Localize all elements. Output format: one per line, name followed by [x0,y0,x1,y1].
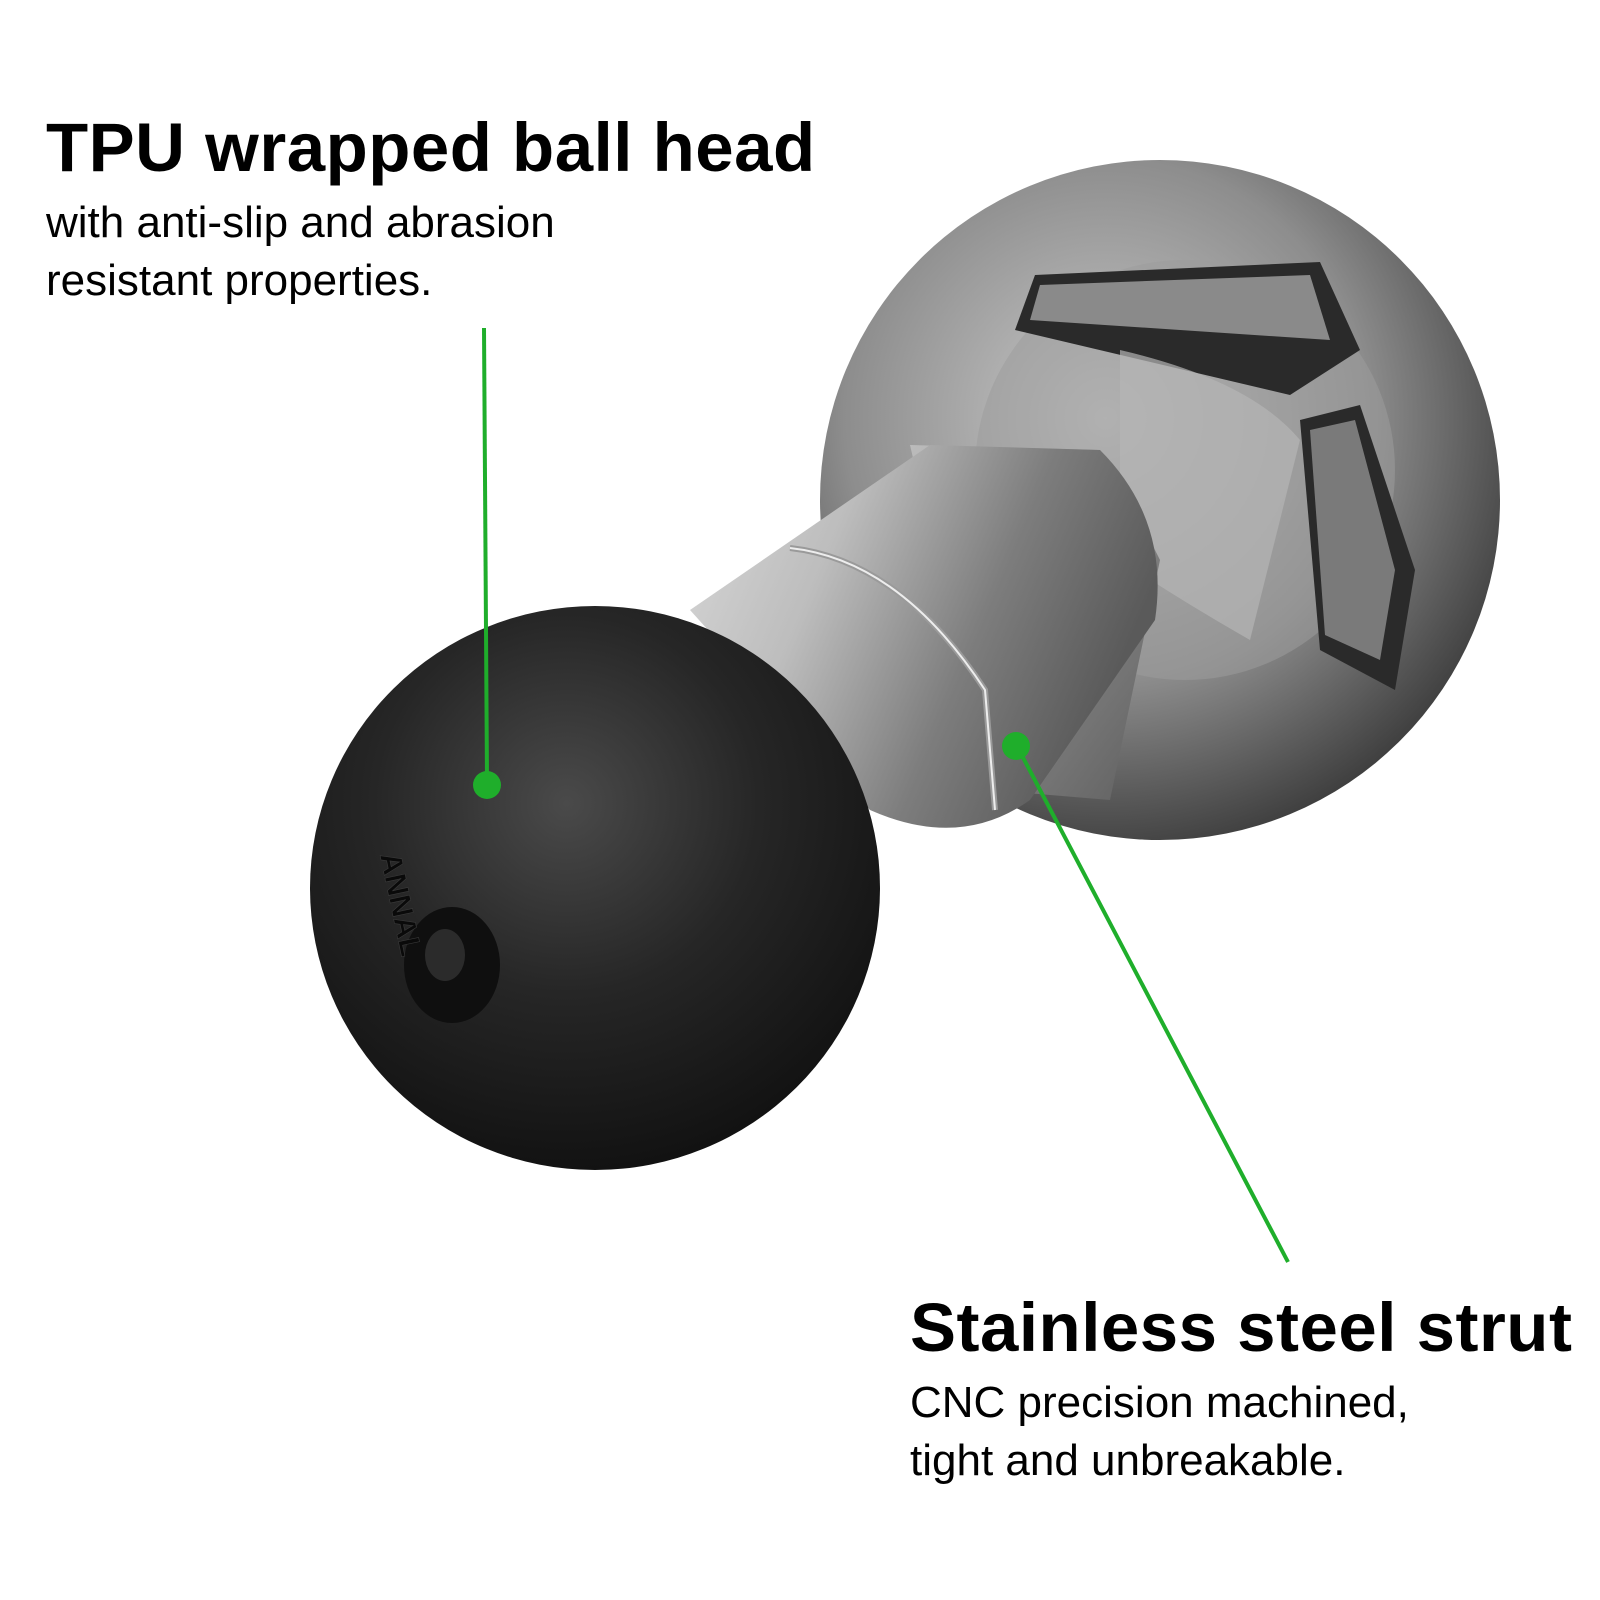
ball-head-pointer [473,327,501,799]
strut-description-line-1: CNC precision machined, [910,1377,1409,1427]
strut-pointer [1002,732,1290,1263]
strut-title: Stainless steel strut [910,1289,1573,1366]
strut-callout: Stainless steel strut CNC precision mach… [910,1290,1572,1490]
ball-head-description: with anti-slip and abrasion resistant pr… [46,194,816,310]
ball-head-description-line-2: resistant properties. [46,255,433,305]
ball-head-title: TPU wrapped ball head [46,109,816,186]
ball-head-callout: TPU wrapped ball head with anti-slip and… [46,110,816,310]
tpu-ball-head: ANNAL [310,606,880,1170]
ball-head-description-line-1: with anti-slip and abrasion [46,197,555,247]
strut-description-line-2: tight and unbreakable. [910,1435,1346,1485]
strut-description: CNC precision machined, tight and unbrea… [910,1374,1572,1490]
